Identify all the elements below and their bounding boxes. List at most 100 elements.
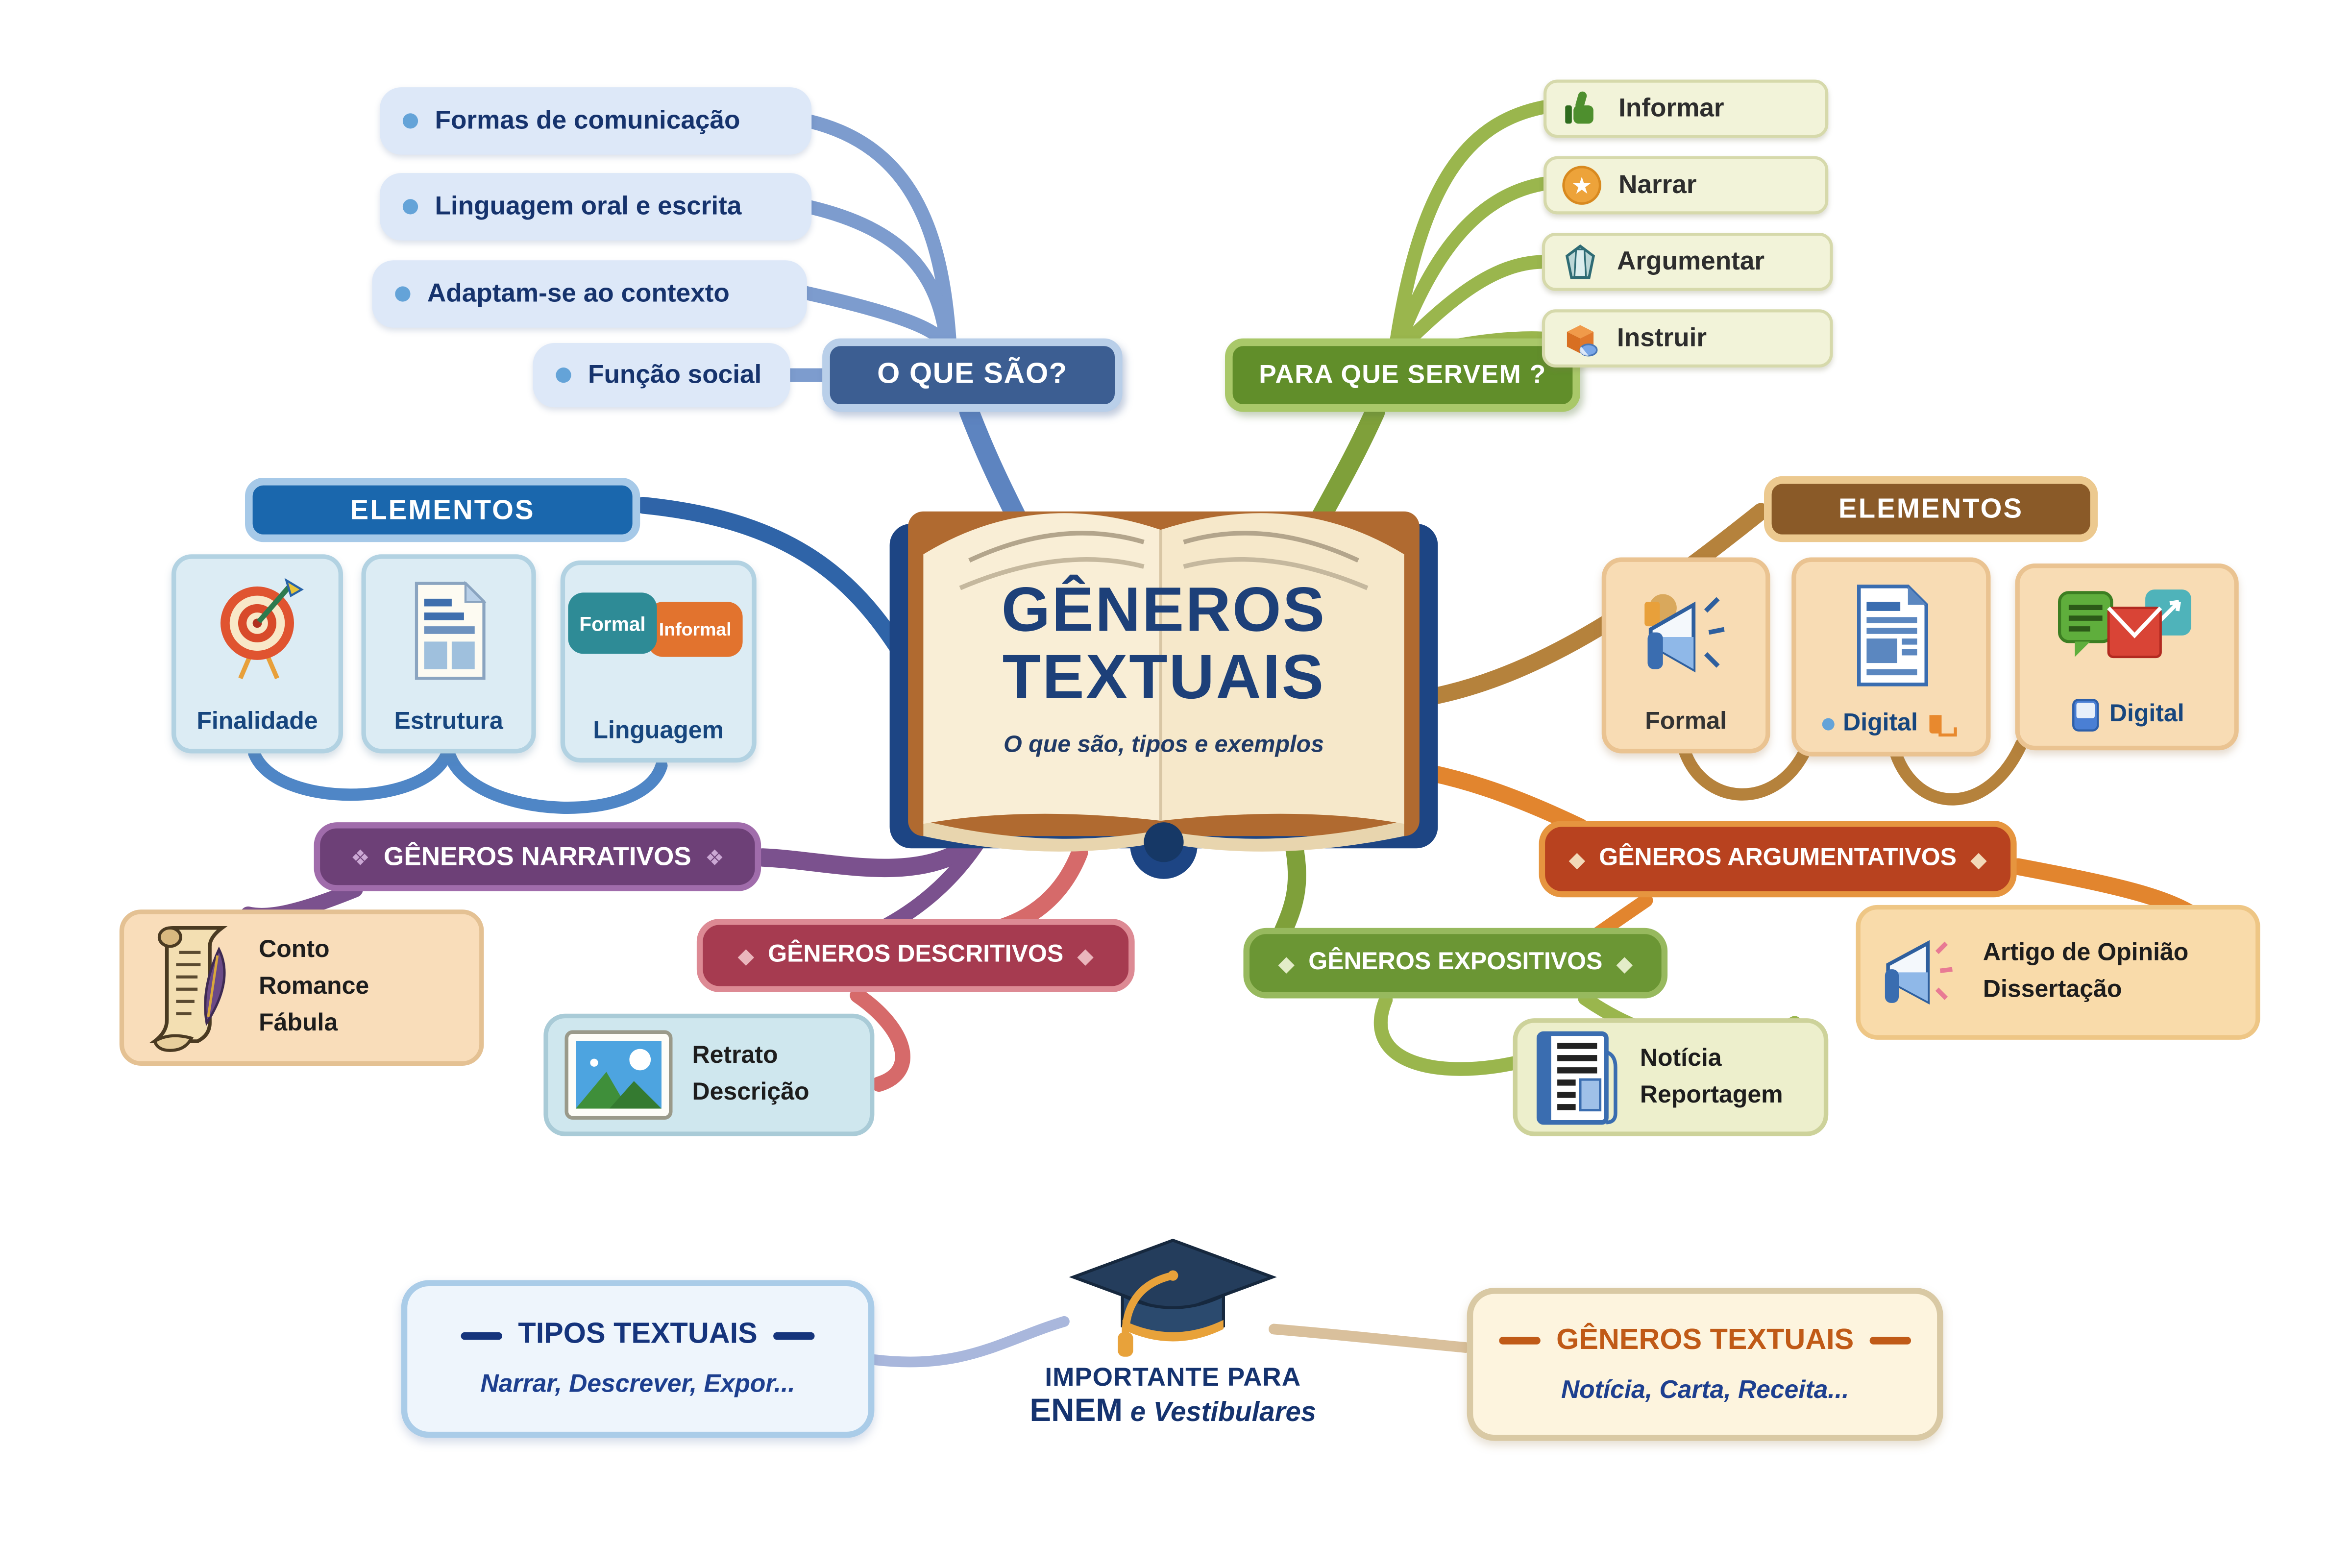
picture-icon [564,1030,673,1120]
oquesao-item-label: Função social [588,360,762,389]
node-label: ELEMENTOS [350,493,535,525]
example-item: Conto [259,937,330,963]
card-label: Linguagem [593,718,724,745]
formal-bubble: Formal [568,592,657,654]
bullet-icon [1821,718,1834,731]
node-elementos-right: ELEMENTOS [1764,476,2098,542]
document-icon [415,581,487,680]
node-label: GÊNEROS NARRATIVOS [384,841,691,871]
oquesao-item-label: Adaptam-se ao contexto [427,278,730,308]
card-label: Estrutura [394,709,503,735]
example-item: Artigo de Opinião [1983,940,2189,966]
generos-title-row: GÊNEROS TEXTUAIS [1499,1324,1911,1358]
document-lines-icon [1857,585,1928,686]
dash-icon [461,1331,503,1339]
node-generos-narrativos: ❖ GÊNEROS NARRATIVOS ❖ [314,822,761,891]
servem-item-argumentar: Argumentar [1542,233,1833,291]
oquesao-item-label: Linguagem oral e escrita [435,191,742,220]
box-pill-icon [1567,325,1598,357]
speech-bubbles-icon: Informal Formal [568,584,749,697]
star-badge-icon: ★ [1562,166,1601,205]
node-generos-expositivos: ◆ GÊNEROS EXPOSITIVOS ◆ [1243,928,1668,999]
node-label: GÊNEROS EXPOSITIVOS [1308,949,1603,976]
device-icon [2071,698,2099,732]
node-label: Narrar [1618,170,1697,199]
node-label: PARA QUE SERVEM ? [1259,360,1546,389]
target-dart-icon [220,578,304,680]
card-label-row: Digital [2070,697,2184,734]
dash-icon [1869,1337,1911,1345]
example-item: Descrição [692,1079,809,1106]
connector-servem-narrar [1393,176,1551,348]
servem-item-informar: Informar [1544,79,1829,138]
connector-book-expositivos [1274,836,1306,940]
open-book-icon [889,511,1438,879]
diamond-icon: ❖ [705,844,725,869]
oquesao-item-1: Formas de comunicação [380,87,812,155]
servem-item-instruir: Instruir [1542,309,1833,368]
enem-label: ENEM [1029,1393,1123,1429]
diamond-icon: ◆ [1970,847,1987,872]
central-book: GÊNEROS TEXTUAIS O que são, tipos e exem… [881,460,1447,888]
card-label: Finalidade [196,709,318,735]
card-label: Digital [2109,700,2184,727]
newspaper-icon [1536,1030,1617,1124]
oquesao-item-4: Função social [533,343,790,408]
connector-cap-generos [1269,1323,1471,1353]
bullet-icon [556,368,571,383]
scroll-quill-icon [149,926,228,1052]
folder-icon [1930,715,1958,737]
node-label: ELEMENTOS [1838,493,2024,524]
card-descritivos-exemplos: Retrato Descrição [543,1013,875,1136]
connector-item3-oquesao [797,285,947,345]
node-label: Informar [1618,93,1724,122]
bullet-icon [395,286,411,302]
examples-list: Conto Romance Fábula [259,932,369,1043]
dash-icon [772,1331,814,1339]
card-narrativos-exemplos: Conto Romance Fábula [119,909,484,1066]
bubble-label: Informal [659,618,732,640]
oquesao-item-3: Adaptam-se ao contexto [372,260,807,328]
footer-tipos-textuais: TIPOS TEXTUAIS Narrar, Descrever, Expor.… [401,1280,875,1438]
card-expositivos-exemplos: Notícia Reportagem [1513,1018,1829,1136]
node-label: GÊNEROS DESCRITIVOS [768,941,1064,968]
card-argumentativos-exemplos: Artigo de Opinião Dissertação [1856,905,2260,1040]
connector-servem-argumentar [1397,255,1549,352]
connector-tipos-cap [869,1316,1070,1368]
footer-importante: IMPORTANTE PARA ENEM e Vestibulares [980,1234,1366,1479]
example-item: Reportagem [1640,1081,1783,1108]
diamond-icon: ❖ [350,844,370,869]
connector-book-narrativos [753,830,989,878]
footer-subtitle: Narrar, Descrever, Expor... [480,1370,795,1398]
oquesao-item-2: Linguagem oral e escrita [380,173,812,241]
example-item: Notícia [1640,1045,1722,1071]
card-estrutura: Estrutura [361,554,536,754]
node-label: Instruir [1617,323,1707,352]
importante-line1: IMPORTANTE PARA [1045,1363,1301,1392]
svg-text:★: ★ [1571,173,1592,199]
oquesao-item-label: Formas de comunicação [435,105,740,135]
chat-mail-icon [2058,589,2191,659]
connector-expo-noticia-1 [1373,993,1523,1076]
connector-item1-oquesao [801,114,956,345]
example-item: Dissertação [1983,977,2122,1003]
footer-generos-textuais: GÊNEROS TEXTUAIS Notícia, Carta, Receita… [1467,1288,1943,1441]
node-para-que-servem: PARA QUE SERVEM ? [1225,338,1580,412]
megaphone-icon [1644,594,1725,673]
card-finalidade: Finalidade [172,554,343,754]
informal-bubble: Informal [647,602,743,657]
connector-book-elemright [1423,503,1769,706]
examples-list: Retrato Descrição [692,1038,809,1112]
diamond-icon: ◆ [1616,951,1633,976]
examples-list: Notícia Reportagem [1640,1040,1783,1114]
example-item: Retrato [692,1043,778,1069]
megaphone-small-icon [1885,940,1953,1005]
connector-chain-right-1 [1678,744,1810,801]
card-digital-2: Digital [2015,564,2239,751]
node-label: GÊNEROS ARGUMENTATIVOS [1599,845,1957,872]
vestibulares-label: e Vestibulares [1123,1396,1317,1427]
connector-elemleft-book [635,497,915,670]
footer-title: TIPOS TEXTUAIS [518,1318,758,1351]
node-generos-argumentativos: ◆ GÊNEROS ARGUMENTATIVOS ◆ [1539,821,2017,898]
